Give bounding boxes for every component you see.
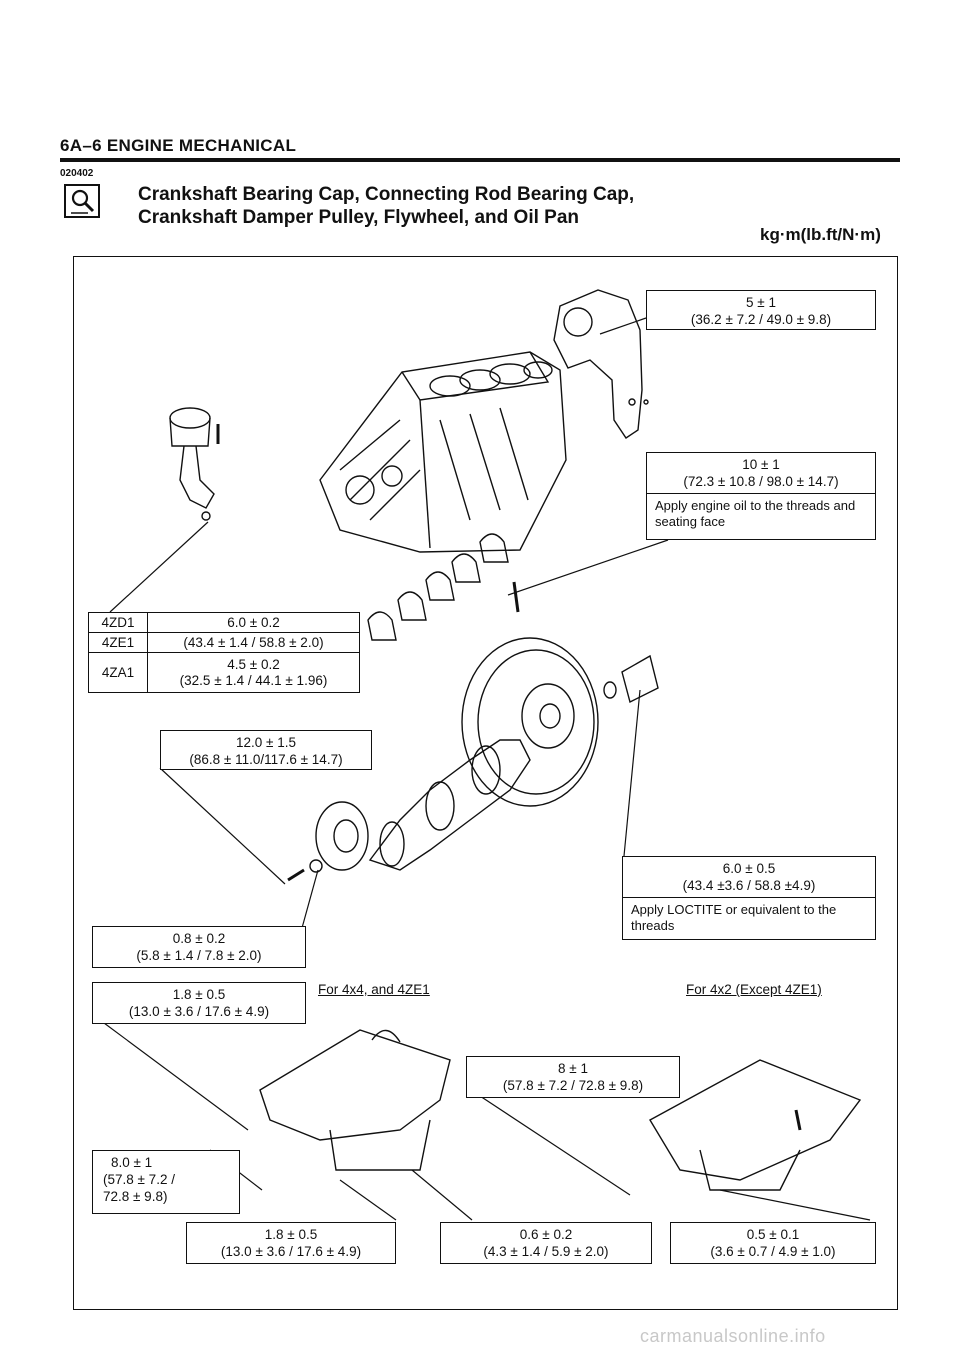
spec-small-bolt: 0.8 ± 0.2 (5.8 ± 1.4 / 7.8 ± 2.0) bbox=[92, 926, 306, 968]
section-code: 020402 bbox=[60, 168, 94, 179]
spec-oil-pan-e: 0.5 ± 0.1 (3.6 ± 0.7 / 4.9 ± 1.0) bbox=[670, 1222, 876, 1264]
spec-oil-pan-d: 0.6 ± 0.2 (4.3 ± 1.4 / 5.9 ± 2.0) bbox=[440, 1222, 652, 1264]
spec-oil-pan-b-conversion-1: (57.8 ± 7.2 / bbox=[103, 1172, 175, 1187]
spec-oil-pan-a: 1.8 ± 0.5 (13.0 ± 3.6 / 17.6 ± 4.9) bbox=[92, 982, 306, 1024]
spec-oil-pan-d-value: 0.6 ± 0.2 bbox=[519, 1227, 573, 1242]
spec-rear-plate-value: 5 ± 1 bbox=[746, 295, 776, 310]
spec-oil-pan-e-conversion: (3.6 ± 0.7 / 4.9 ± 1.0) bbox=[710, 1244, 836, 1259]
diagram-frame bbox=[73, 256, 898, 1310]
spec-oil-pan-plug: 8 ± 1 (57.8 ± 7.2 / 72.8 ± 9.8) bbox=[466, 1056, 680, 1098]
spec-main-bearing-cap-note: Apply engine oil to the threads and seat… bbox=[647, 493, 875, 534]
spec-small-bolt-value: 0.8 ± 0.2 bbox=[172, 931, 226, 946]
conrod-model-4za1: 4ZA1 bbox=[88, 652, 148, 693]
spec-main-bearing-cap-conversion: (72.3 ± 10.8 / 98.0 ± 14.7) bbox=[683, 474, 839, 489]
spec-oil-pan-b: 8.0 ± 1 (57.8 ± 7.2 / 72.8 ± 9.8) bbox=[92, 1150, 240, 1214]
spec-oil-pan-b-conversion-2: 72.8 ± 9.8) bbox=[103, 1189, 168, 1204]
conrod-value-4zd1: 6.0 ± 0.2 bbox=[147, 612, 360, 633]
bearing-caps-art bbox=[367, 533, 520, 641]
conrod-conversion-4ze1: (43.4 ± 1.4 / 58.8 ± 2.0) bbox=[147, 632, 360, 653]
spec-rear-plate-conversion: (36.2 ± 7.2 / 49.0 ± 9.8) bbox=[690, 312, 832, 327]
spec-main-bearing-cap-value: 10 ± 1 bbox=[742, 457, 780, 472]
conrod-model-4zd1: 4ZD1 bbox=[88, 612, 148, 633]
rear-plate-art bbox=[553, 289, 649, 439]
spec-oil-pan-c: 1.8 ± 0.5 (13.0 ± 3.6 / 17.6 ± 4.9) bbox=[186, 1222, 396, 1264]
conrod-model-4ze1: 4ZE1 bbox=[88, 632, 148, 653]
section-header: 6A–6 ENGINE MECHANICAL bbox=[60, 136, 297, 155]
spec-oil-pan-c-conversion: (13.0 ± 3.6 / 17.6 ± 4.9) bbox=[220, 1244, 362, 1259]
spec-oil-pan-d-conversion: (4.3 ± 1.4 / 5.9 ± 2.0) bbox=[483, 1244, 609, 1259]
damper-pulley-art bbox=[287, 801, 369, 882]
header-rule bbox=[60, 158, 900, 162]
title-line-1: Crankshaft Bearing Cap, Connecting Rod B… bbox=[138, 184, 635, 205]
cylinder-block-art bbox=[319, 351, 567, 553]
spec-oil-pan-a-conversion: (13.0 ± 3.6 / 17.6 ± 4.9) bbox=[128, 1004, 270, 1019]
torque-units: kg·m(lb.ft/N·m) bbox=[760, 225, 881, 244]
spec-damper-pulley-value: 12.0 ± 1.5 bbox=[236, 735, 296, 750]
conrod-cell-4za1: 4.5 ± 0.2 (32.5 ± 1.4 / 44.1 ± 1.96) bbox=[147, 652, 360, 693]
spec-flywheel-conversion: (43.4 ±3.6 / 58.8 ±4.9) bbox=[682, 878, 816, 893]
spec-oil-pan-a-value: 1.8 ± 0.5 bbox=[172, 987, 226, 1002]
spec-damper-pulley: 12.0 ± 1.5 (86.8 ± 11.0/117.6 ± 14.7) bbox=[160, 730, 372, 770]
piston-conrod-art bbox=[169, 407, 220, 521]
spec-main-bearing-cap: 10 ± 1 (72.3 ± 10.8 / 98.0 ± 14.7) Apply… bbox=[646, 452, 876, 540]
oil-pan-4x4-art bbox=[259, 1029, 451, 1171]
page-title: Crankshaft Bearing Cap, Connecting Rod B… bbox=[138, 183, 634, 229]
crankshaft-art bbox=[368, 739, 531, 871]
caption-4x2: For 4x2 (Except 4ZE1) bbox=[686, 982, 822, 997]
conrod-value-4za1: 4.5 ± 0.2 bbox=[227, 656, 280, 672]
spec-flywheel-note: Apply LOCTITE or equivalent to the threa… bbox=[623, 897, 875, 938]
spec-oil-pan-plug-conversion: (57.8 ± 7.2 / 72.8 ± 9.8) bbox=[502, 1078, 644, 1093]
title-line-2: Crankshaft Damper Pulley, Flywheel, and … bbox=[138, 207, 579, 228]
spec-rear-plate: 5 ± 1 (36.2 ± 7.2 / 49.0 ± 9.8) bbox=[646, 290, 876, 330]
spec-small-bolt-conversion: (5.8 ± 1.4 / 7.8 ± 2.0) bbox=[136, 948, 262, 963]
spec-oil-pan-c-value: 1.8 ± 0.5 bbox=[264, 1227, 318, 1242]
inspection-icon bbox=[64, 184, 100, 218]
conrod-conversion-4za1: (32.5 ± 1.4 / 44.1 ± 1.96) bbox=[179, 672, 328, 688]
spec-oil-pan-b-value: 8.0 ± 1 bbox=[111, 1155, 153, 1170]
caption-4x4: For 4x4, and 4ZE1 bbox=[318, 982, 430, 997]
spec-flywheel: 6.0 ± 0.5 (43.4 ±3.6 / 58.8 ±4.9) Apply … bbox=[622, 856, 876, 940]
spec-flywheel-value: 6.0 ± 0.5 bbox=[722, 861, 776, 876]
flywheel-art bbox=[461, 637, 659, 807]
watermark: carmanualsonline.info bbox=[640, 1326, 826, 1346]
spec-oil-pan-e-value: 0.5 ± 0.1 bbox=[746, 1227, 800, 1242]
spec-conrod-table: 4ZD1 6.0 ± 0.2 4ZE1 (43.4 ± 1.4 / 58.8 ±… bbox=[88, 612, 360, 693]
spec-oil-pan-plug-value: 8 ± 1 bbox=[558, 1061, 588, 1076]
oil-pan-4x2-art bbox=[649, 1059, 862, 1191]
spec-damper-pulley-conversion: (86.8 ± 11.0/117.6 ± 14.7) bbox=[189, 752, 343, 767]
